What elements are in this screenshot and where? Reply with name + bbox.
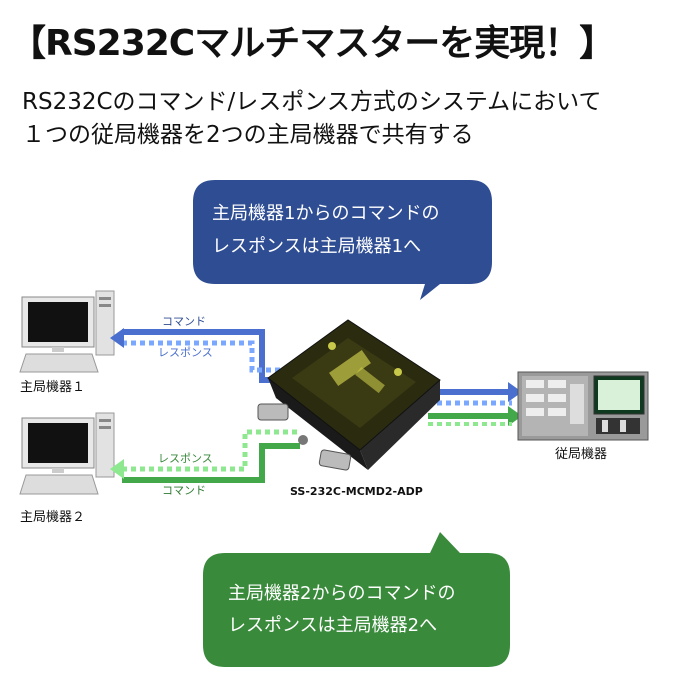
green-arrowhead bbox=[110, 459, 124, 479]
blue-slave-arrowhead bbox=[508, 382, 522, 402]
green-command-line bbox=[122, 443, 300, 483]
slave-label: 従局機器 bbox=[555, 447, 607, 462]
blue-arrowhead bbox=[110, 328, 124, 348]
device-body-side bbox=[268, 378, 368, 470]
bubble-bottom: 主局機器2からのコマンドの レスポンスは主局機器2へ bbox=[203, 532, 510, 667]
computer-icon-master2 bbox=[19, 412, 115, 495]
bubble-top-line2: レスポンスは主局機器1へ bbox=[212, 236, 421, 257]
bottom-response-label: レスポンス bbox=[158, 452, 213, 465]
page-title: 【RS232Cマルチマスターを実現！】 bbox=[10, 23, 615, 64]
adapter-device bbox=[257, 319, 441, 471]
top-command-label: コマンド bbox=[162, 315, 206, 328]
bubble-bottom-line1: 主局機器2からのコマンドの bbox=[228, 583, 455, 604]
master1-label: 主局機器１ bbox=[20, 380, 85, 395]
device-body-right bbox=[360, 380, 440, 470]
bubble-bottom-line2: レスポンスは主局機器2へ bbox=[228, 615, 437, 636]
green-slave-arrowhead bbox=[508, 406, 522, 426]
bubble-top-line1: 主局機器1からのコマンドの bbox=[212, 203, 439, 224]
subtitle-line-2: １つの従局機器を2つの主局機器で共有する bbox=[22, 122, 474, 148]
blue-response-line bbox=[122, 340, 300, 373]
bottom-command-label: コマンド bbox=[162, 484, 206, 497]
subtitle-line-1: RS232Cのコマンド/レスポンス方式のシステムにおいて bbox=[22, 89, 602, 115]
bubble-bottom-shape bbox=[203, 532, 510, 667]
bubble-top-shape bbox=[193, 180, 492, 300]
device-model-label: SS-232C-MCMD2-ADP bbox=[290, 485, 423, 498]
green-connection bbox=[110, 406, 522, 483]
master2-label: 主局機器２ bbox=[20, 510, 85, 525]
bubble-top: 主局機器1からのコマンドの レスポンスは主局機器1へ bbox=[193, 180, 492, 300]
computer-icon-master1 bbox=[19, 290, 115, 373]
top-response-label: レスポンス bbox=[158, 346, 213, 359]
slave-device-icon bbox=[517, 371, 649, 441]
